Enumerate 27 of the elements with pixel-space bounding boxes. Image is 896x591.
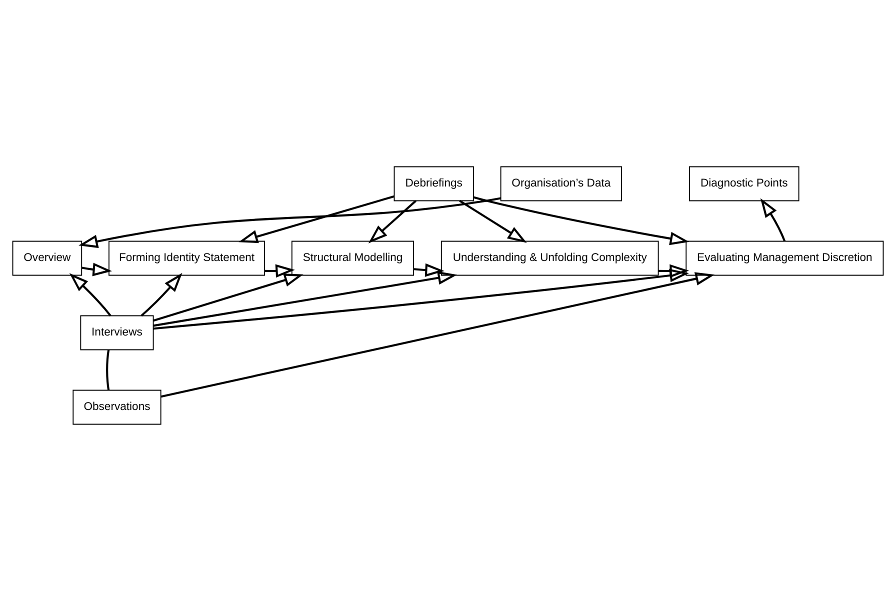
node-box: Structural Modelling	[291, 240, 414, 276]
arrow	[368, 200, 417, 244]
arrow	[160, 272, 715, 398]
arrow	[264, 264, 295, 278]
arrow	[658, 264, 690, 278]
arrow	[82, 262, 112, 276]
arrow	[459, 200, 527, 243]
node-box: Evaluating Management Discretion	[686, 240, 884, 276]
node-box: Diagnostic Points	[688, 166, 800, 202]
arrow	[414, 263, 444, 277]
arrow	[153, 268, 689, 330]
connector	[106, 350, 110, 390]
node-box: Observations	[72, 390, 162, 425]
node-box: Organisation’s Data	[500, 166, 622, 202]
arrow	[69, 273, 112, 316]
arrow	[238, 195, 394, 244]
node-box: Forming Identity Statement	[108, 240, 266, 276]
arrow	[153, 271, 458, 327]
arrow	[140, 272, 182, 317]
node-box: Debriefings	[394, 166, 474, 202]
arrow	[153, 274, 304, 322]
node-box: Overview	[12, 240, 82, 276]
arrow	[473, 196, 690, 246]
node-box: Understanding & Unfolding Complexity	[440, 240, 659, 276]
arrow	[760, 198, 786, 242]
arrow	[78, 197, 501, 248]
node-box: Interviews	[80, 315, 154, 350]
